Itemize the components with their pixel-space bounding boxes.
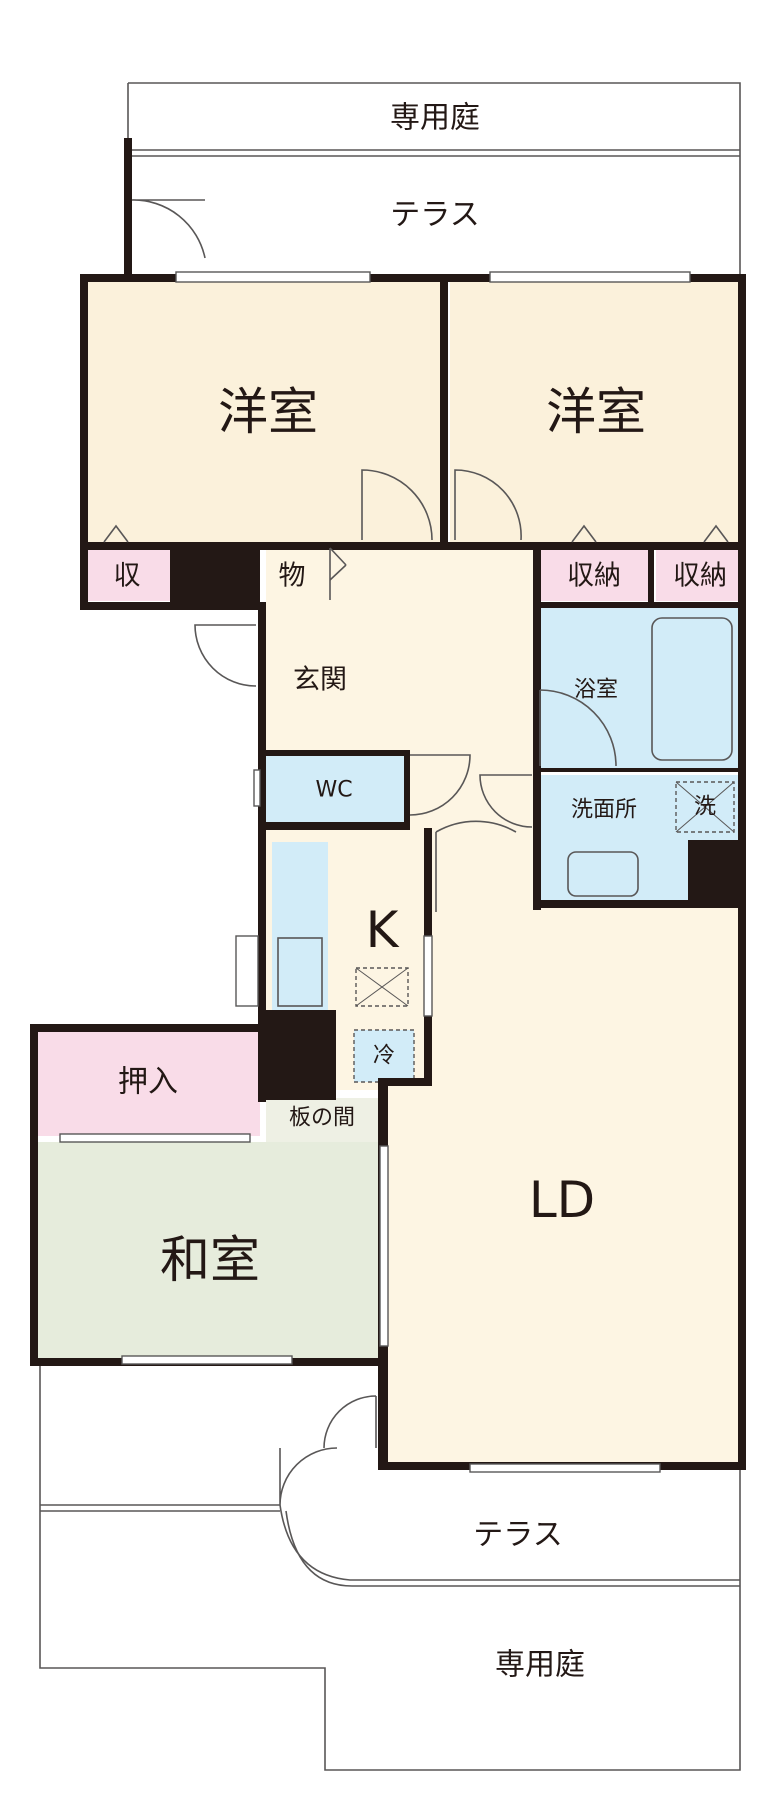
wood-floor-fill [266,1098,378,1142]
windows [59,271,691,1473]
terrace-bottom-label: テラス [473,1518,562,1553]
western-room-right-fill [450,280,740,545]
fridge-space [353,1029,415,1083]
storage-small-fill [84,548,170,601]
japanese-room-label: 和室 [160,1231,260,1289]
japanese-room-fill [38,1142,378,1360]
western-room-right-label: 洋室 [546,383,646,441]
top-garden-outline [127,82,741,274]
kitchen-vent [355,967,409,1007]
washer-space [675,781,735,833]
wood-floor-label: 板の間 [289,1106,355,1131]
terrace-top-label: テラス [390,198,479,233]
washroom-label: 洗面所 [571,798,637,823]
counter-fill [272,842,328,1014]
closet-fill [38,1032,260,1136]
bottom-garden-outline [39,1365,741,1771]
sink [567,851,639,897]
bathroom-fill [540,607,740,771]
private-garden-top-label: 専用庭 [390,101,480,136]
western-room-left-label: 洋室 [218,383,318,441]
bathroom-label: 浴室 [574,678,618,703]
storage-right-1-label: 収納 [567,561,621,592]
bathtub [651,617,733,761]
storage-right-2-fill [656,548,740,601]
storage-right-2-label: 収納 [673,561,727,592]
fridge-label: 冷 [373,1044,395,1069]
stove [277,937,323,1007]
ld-fill [388,905,740,1465]
wc-fill [266,755,406,823]
storage-mono-label: 物 [279,561,306,592]
private-garden-bottom-label: 専用庭 [495,1648,585,1683]
storage-small-label: 収 [114,561,141,592]
wc-label: WC [315,778,352,803]
kitchen-label: K [366,901,400,959]
doors [131,199,617,1506]
closet-label: 押入 [118,1065,178,1100]
entrance-label: 玄関 [293,665,347,696]
western-room-left-fill [84,280,444,545]
washer-label: 洗 [694,795,716,820]
storage-right-1-fill [540,548,650,601]
ld-fill-2 [432,838,537,908]
storage-markers [103,524,729,543]
living-dining-label: LD [529,1171,595,1229]
